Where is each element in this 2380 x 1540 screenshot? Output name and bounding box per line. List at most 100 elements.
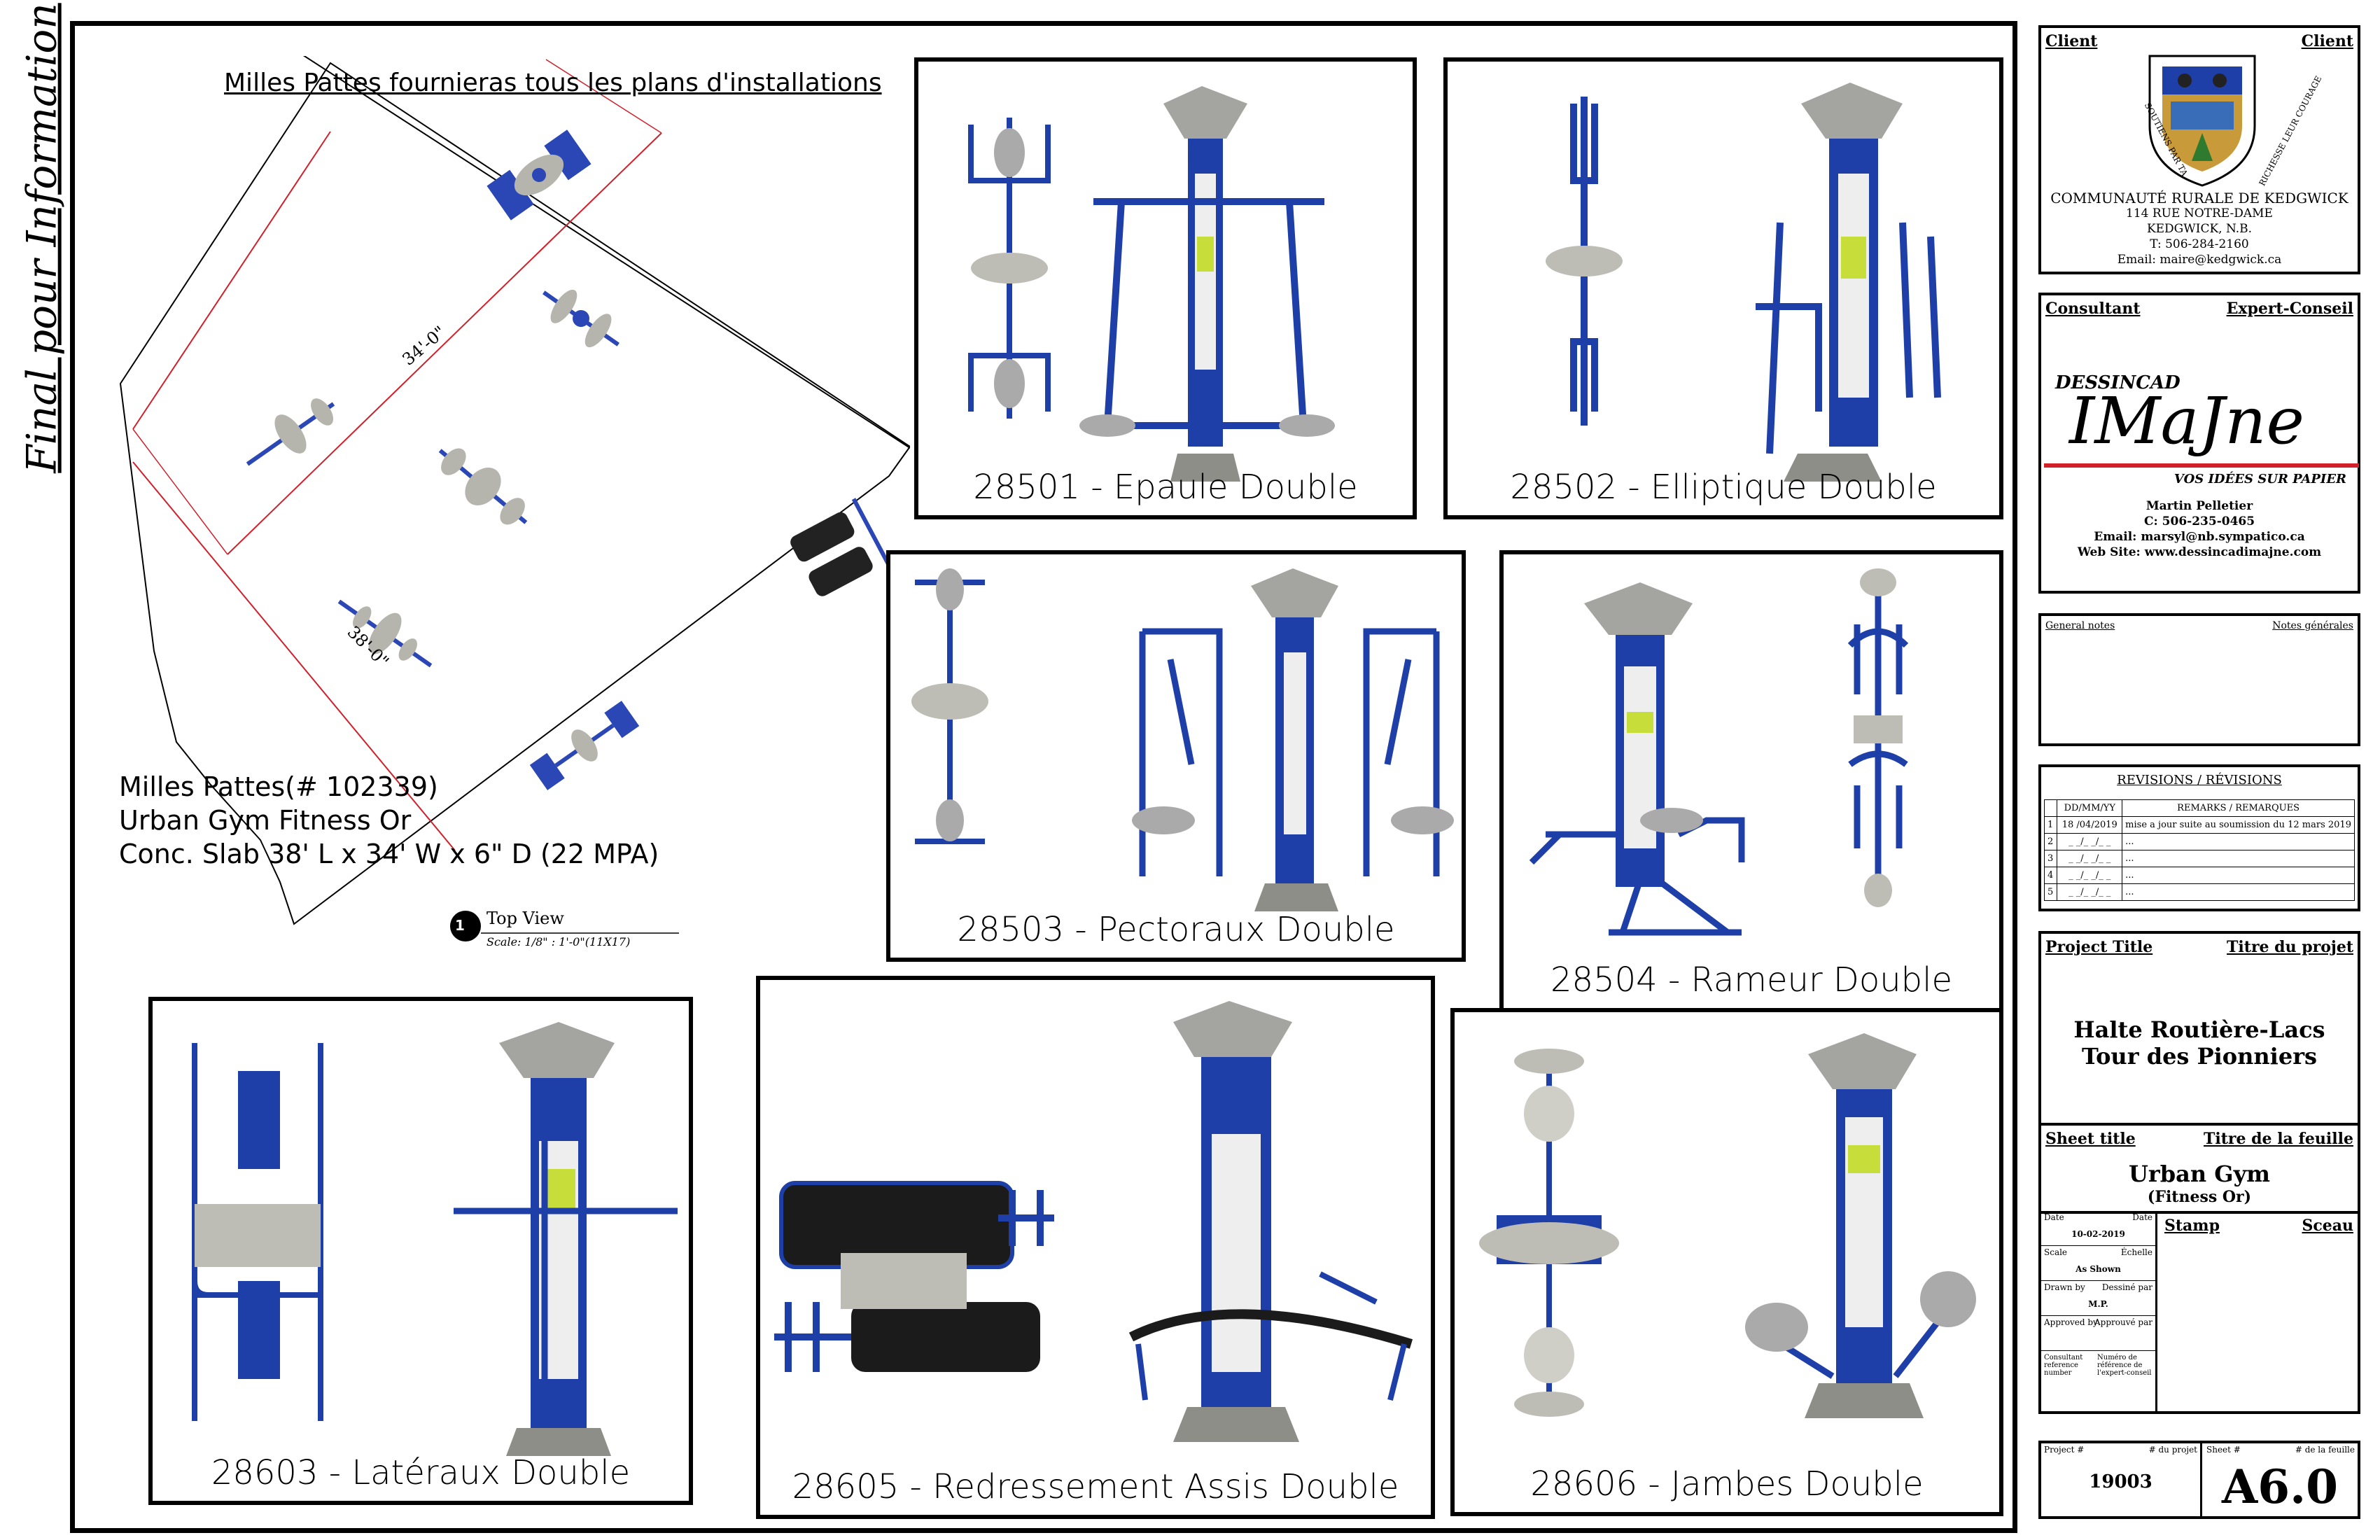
rev-col-date: DD/MM/YY xyxy=(2057,799,2123,817)
sheet-title-line-2: (Fitness Or) xyxy=(2147,1188,2252,1206)
stamp-header-en: Stamp xyxy=(2164,1217,2220,1235)
revision-row: 3 _ _/_ _/_ _ ... xyxy=(2043,850,2355,867)
revisions-title: REVISIONS / RÉVISIONS xyxy=(2117,773,2282,788)
jambes-drawing xyxy=(1479,1033,1976,1418)
sheet-no-value: A6.0 xyxy=(2221,1460,2339,1514)
spec-line-2: Urban Gym Fitness Or xyxy=(119,805,412,836)
consultant-header-fr: Expert-Conseil xyxy=(2226,300,2353,318)
plan-equip-3 xyxy=(246,398,335,466)
rev-no: 3 xyxy=(2043,850,2058,867)
plan-equip-4 xyxy=(438,448,528,525)
coat-of-arms-logo xyxy=(2148,55,2256,187)
panel-28502: 28502 - Elliptique Double xyxy=(1443,57,2003,519)
consultant-cell: C: 506-235-0465 xyxy=(2143,514,2255,528)
site-plan: Milles Pattes fournieras tous les plans … xyxy=(105,4,911,952)
view-number: 1 xyxy=(455,917,465,934)
panel-label-28502: 28502 - Elliptique Double xyxy=(1510,468,1937,507)
plan-equip-6 xyxy=(337,599,433,668)
project-no-label-fr: # du projet xyxy=(2148,1445,2197,1455)
panel-28504: 28504 - Rameur Double xyxy=(1499,550,2003,1012)
installation-note: Milles Pattes fournieras tous les plans … xyxy=(224,69,882,97)
rev-remark: ... xyxy=(2122,850,2355,867)
notes-header-fr: Notes générales xyxy=(2272,620,2353,631)
rev-col-remarks: REMARKS / REMARQUES xyxy=(2122,799,2355,817)
logo-red-rule xyxy=(2044,463,2359,468)
approved-label-fr: Approuvé par xyxy=(2094,1317,2152,1327)
stamp-header-fr: Sceau xyxy=(2302,1217,2353,1235)
sidebar-stamp-text: Final pour Information xyxy=(7,3,77,472)
rev-remark: ... xyxy=(2122,867,2355,884)
date-value: 10-02-2019 xyxy=(2071,1229,2125,1239)
info-drawn-cell: Drawn by Dessiné par M.P. xyxy=(2041,1281,2155,1316)
rev-no: 4 xyxy=(2043,867,2058,884)
site-plan-drawing xyxy=(119,4,911,941)
rev-no: 5 xyxy=(2043,883,2058,901)
panel-28605: 28605 - Redressement Assis Double xyxy=(756,976,1435,1519)
date-label-fr: Date xyxy=(2132,1212,2152,1222)
sheet-no-label-en: Sheet # xyxy=(2206,1445,2241,1455)
project-info-box: Project Title Titre du projet Halte Rout… xyxy=(2038,931,2360,1414)
plan-equip-7 xyxy=(529,701,640,790)
epaule-drawing xyxy=(968,86,1335,482)
scale-label-fr: Échelle xyxy=(2120,1247,2152,1257)
client-header-fr: Client xyxy=(2301,32,2353,50)
project-number-cell: Project # # du projet 19003 xyxy=(2041,1443,2202,1516)
project-title-line-1: Halte Routière-Lacs xyxy=(2073,1016,2325,1043)
info-approved-cell: Approved by Approuvé par xyxy=(2041,1316,2155,1351)
consultant-logo-tagline: VOS IDÉES SUR PAPIER xyxy=(2174,472,2346,486)
plan-equip-2 xyxy=(542,289,620,348)
revisions-header-row: DD/MM/YY REMARKS / REMARQUES xyxy=(2043,799,2355,817)
consultant-logo-main: IMaJne xyxy=(2069,384,2304,458)
info-column: Date Date 10-02-2019 Scale Échelle As Sh… xyxy=(2041,1211,2157,1414)
panel-label-28606: 28606 - Jambes Double xyxy=(1530,1464,1924,1504)
project-no-value: 19003 xyxy=(2089,1471,2152,1492)
info-ref-cell: Consultant reference number Numéro de ré… xyxy=(2041,1351,2155,1413)
client-header-en: Client xyxy=(2045,32,2098,50)
drawn-label-fr: Dessiné par xyxy=(2101,1282,2152,1292)
sheet-title: Urban Gym (Fitness Or) xyxy=(2041,1161,2358,1207)
approved-label: Approved by xyxy=(2044,1317,2098,1327)
sheet-header-fr: Titre de la feuille xyxy=(2204,1130,2353,1148)
rev-remark: ... xyxy=(2122,883,2355,901)
consultant-name: Martin Pelletier xyxy=(2146,499,2253,513)
rev-date: _ _/_ _/_ _ xyxy=(2057,867,2123,884)
client-email: Email: maire@kedgwick.ca xyxy=(2117,253,2282,267)
project-header-en: Project Title xyxy=(2045,938,2153,956)
view-title: Top View xyxy=(486,909,564,928)
revisions-box: REVISIONS / RÉVISIONS DD/MM/YY REMARKS /… xyxy=(2038,764,2360,911)
rev-remark: mise a jour suite au soumission du 12 ma… xyxy=(2122,816,2355,834)
revision-row: 4 _ _/_ _/_ _ ... xyxy=(2043,867,2355,884)
info-scale-cell: Scale Échelle As Shown xyxy=(2041,1246,2155,1281)
plan-equip-5 xyxy=(790,498,892,596)
consultant-header-en: Consultant xyxy=(2045,300,2141,318)
panel-label-28503: 28503 - Pectoraux Double xyxy=(957,910,1395,949)
panel-28603: 28603 - Latéraux Double xyxy=(148,997,693,1505)
final-info-label: Final pour Information xyxy=(18,3,66,473)
date-label: Date xyxy=(2044,1212,2064,1222)
consultant-web: Web Site: www.dessincadimajne.com xyxy=(2077,545,2322,559)
scale-label: Scale xyxy=(2044,1247,2068,1257)
rev-remark: ... xyxy=(2122,833,2355,850)
panel-label-28603: 28603 - Latéraux Double xyxy=(211,1453,631,1492)
sheet-number-box: Project # # du projet 19003 Sheet # # de… xyxy=(2038,1441,2360,1519)
drawn-label: Drawn by xyxy=(2044,1282,2085,1292)
panel-28503: 28503 - Pectoraux Double xyxy=(886,550,1466,962)
revision-row: 2 _ _/_ _/_ _ ... xyxy=(2043,833,2355,850)
rev-no: 1 xyxy=(2043,816,2058,834)
ref-label: Consultant reference number xyxy=(2044,1354,2083,1377)
client-address: COMMUNAUTÉ RURALE DE KEDGWICK 114 RUE NO… xyxy=(2048,190,2351,267)
client-phone: T: 506-284-2160 xyxy=(2150,237,2249,251)
consultant-logo-top: DESSINCAD xyxy=(2055,372,2180,393)
sheet-header-en: Sheet title xyxy=(2045,1130,2136,1148)
spec-line-1: Milles Pattes(# 102339) xyxy=(119,771,438,802)
client-org: COMMUNAUTÉ RURALE DE KEDGWICK xyxy=(2050,190,2348,206)
panel-label-28504: 28504 - Rameur Double xyxy=(1550,960,1953,1000)
view-scale: Scale: 1/8" : 1'-0"(11X17) xyxy=(486,935,631,948)
panel-label-28501: 28501 - Epaule Double xyxy=(973,468,1358,507)
notes-header-en: General notes xyxy=(2045,620,2115,631)
info-date-cell: Date Date 10-02-2019 xyxy=(2041,1211,2155,1246)
spec-line-3: Conc. Slab 38' L x 34' W x 6" D (22 MPA) xyxy=(119,839,659,869)
revisions-table: DD/MM/YY REMARKS / REMARQUES 1 18 /04/20… xyxy=(2043,799,2355,901)
rev-date: _ _/_ _/_ _ xyxy=(2057,883,2123,901)
rev-no: 2 xyxy=(2043,833,2058,850)
